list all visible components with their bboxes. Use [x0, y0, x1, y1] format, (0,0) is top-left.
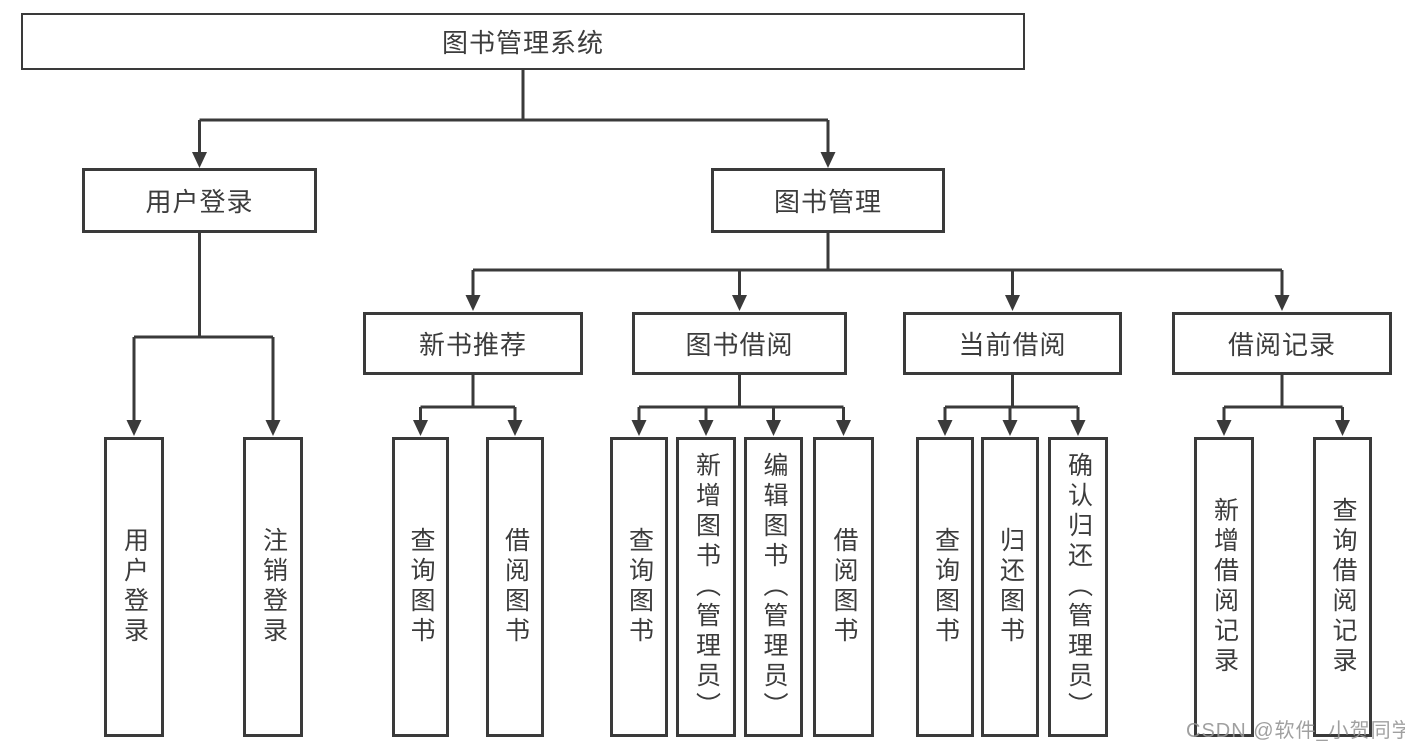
node-root-system: 图书管理系统 — [21, 13, 1025, 70]
connector-paths — [132, 70, 1344, 421]
leaf-edit-books-admin: 编辑图书（管理员） — [744, 437, 803, 737]
leaf-user-login-label: 用户登录 — [120, 527, 149, 647]
leaf-query-borrow-record: 查询借阅记录 — [1313, 437, 1372, 737]
csdn-watermark: CSDN @软件_小贺同学 — [1186, 720, 1405, 742]
node-current-borrow-label: 当前借阅 — [958, 330, 1067, 360]
node-book-borrow-label: 图书借阅 — [685, 330, 794, 360]
leaf-query-books-borrow: 查询图书 — [610, 437, 668, 737]
node-borrow-records: 借阅记录 — [1172, 312, 1392, 375]
leaf-logout-label: 注销登录 — [259, 527, 288, 647]
leaf-borrow-books-borrow: 借阅图书 — [813, 437, 874, 737]
leaf-query-books-current-label: 查询图书 — [931, 527, 960, 647]
node-user-login-label: 用户登录 — [145, 187, 254, 217]
leaf-confirm-return-admin-label: 确认归还（管理员） — [1064, 452, 1093, 722]
node-root-label: 图书管理系统 — [441, 28, 604, 58]
leaf-query-borrow-record-label: 查询借阅记录 — [1329, 497, 1357, 677]
leaf-query-books-current: 查询图书 — [916, 437, 974, 737]
node-new-book-recommend-label: 新书推荐 — [418, 330, 527, 360]
node-book-management: 图书管理 — [711, 168, 945, 233]
leaf-return-books-label: 归还图书 — [996, 527, 1025, 647]
leaf-query-books-borrow-label: 查询图书 — [625, 527, 654, 647]
leaf-borrow-books-recommend-label: 借阅图书 — [501, 527, 530, 647]
leaf-add-borrow-record: 新增借阅记录 — [1194, 437, 1254, 737]
node-book-borrow: 图书借阅 — [632, 312, 847, 375]
leaf-borrow-books-recommend: 借阅图书 — [486, 437, 544, 737]
leaf-borrow-books-borrow-label: 借阅图书 — [830, 527, 858, 647]
leaf-confirm-return-admin: 确认归还（管理员） — [1048, 437, 1108, 737]
leaf-query-books-recommend-label: 查询图书 — [407, 527, 435, 647]
leaf-add-borrow-record-label: 新增借阅记录 — [1210, 497, 1239, 677]
leaf-return-books: 归还图书 — [981, 437, 1039, 737]
node-book-management-label: 图书管理 — [773, 187, 882, 217]
leaf-add-books-admin: 新增图书（管理员） — [676, 437, 736, 737]
leaf-edit-books-admin-label: 编辑图书（管理员） — [760, 452, 788, 722]
node-user-login: 用户登录 — [82, 168, 317, 233]
leaf-logout: 注销登录 — [243, 437, 303, 737]
leaf-query-books-recommend: 查询图书 — [392, 437, 449, 737]
leaf-user-login: 用户登录 — [104, 437, 164, 737]
leaf-add-books-admin-label: 新增图书（管理员） — [692, 452, 721, 722]
node-new-book-recommend: 新书推荐 — [363, 312, 583, 375]
node-borrow-records-label: 借阅记录 — [1227, 330, 1336, 360]
node-current-borrow: 当前借阅 — [903, 312, 1122, 375]
